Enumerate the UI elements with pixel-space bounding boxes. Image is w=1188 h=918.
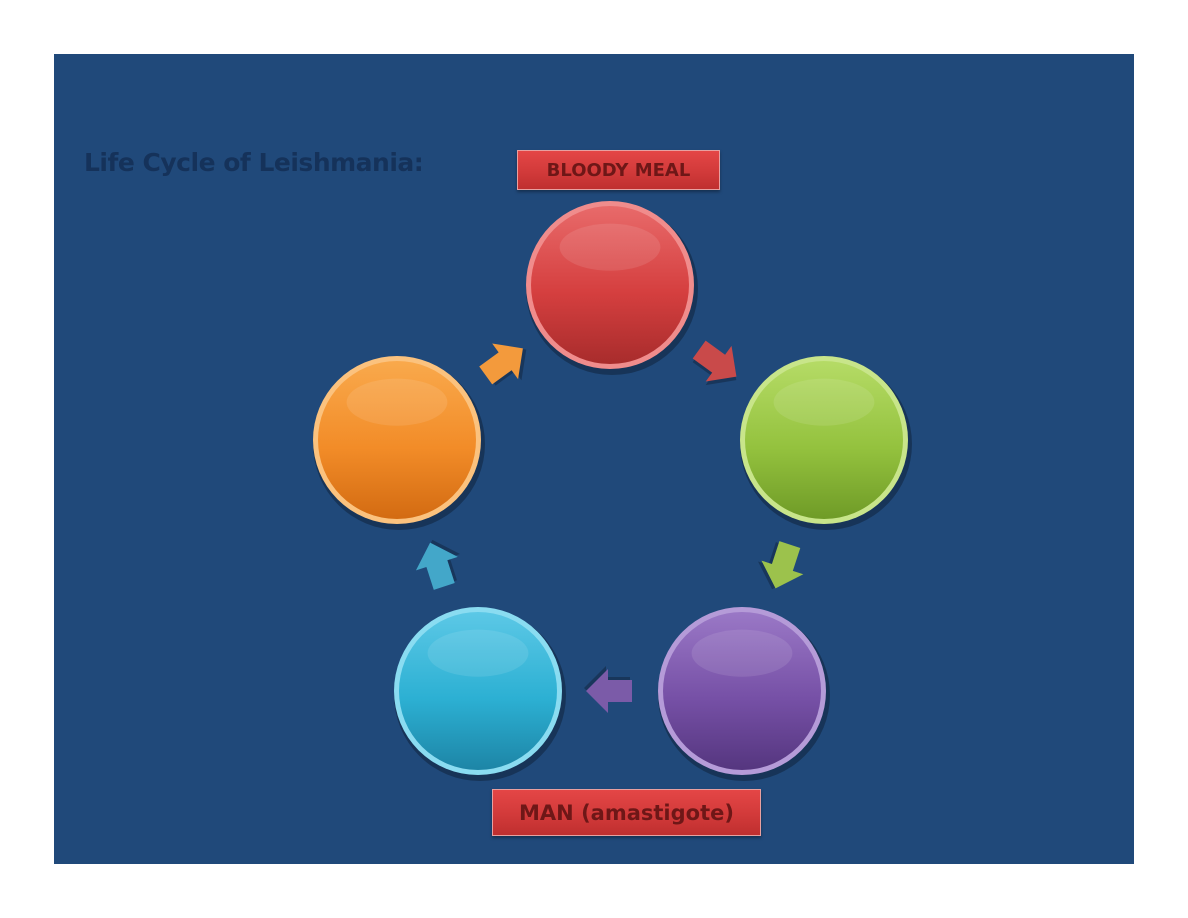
cycle-nodes [313, 201, 912, 781]
cycle-arrow-orange [479, 343, 527, 386]
slide-title: Life Cycle of Leishmania: [84, 148, 424, 177]
cycle-arrow-blue [415, 539, 461, 590]
bloody-meal-label: BLOODY MEAL [517, 150, 720, 190]
cycle-arrows [415, 340, 804, 713]
cycle-node-blue [394, 607, 566, 781]
cycle-node-purple [658, 607, 830, 781]
cycle-arrow-purple [584, 666, 632, 713]
cycle-node-green [740, 356, 912, 530]
cycle-node-orange [313, 356, 485, 530]
cycle-node-red [526, 201, 698, 375]
man-amastigote-label: MAN (amastigote) [492, 789, 761, 836]
cycle-arrow-red [692, 340, 737, 386]
cycle-arrow-green [757, 541, 804, 590]
